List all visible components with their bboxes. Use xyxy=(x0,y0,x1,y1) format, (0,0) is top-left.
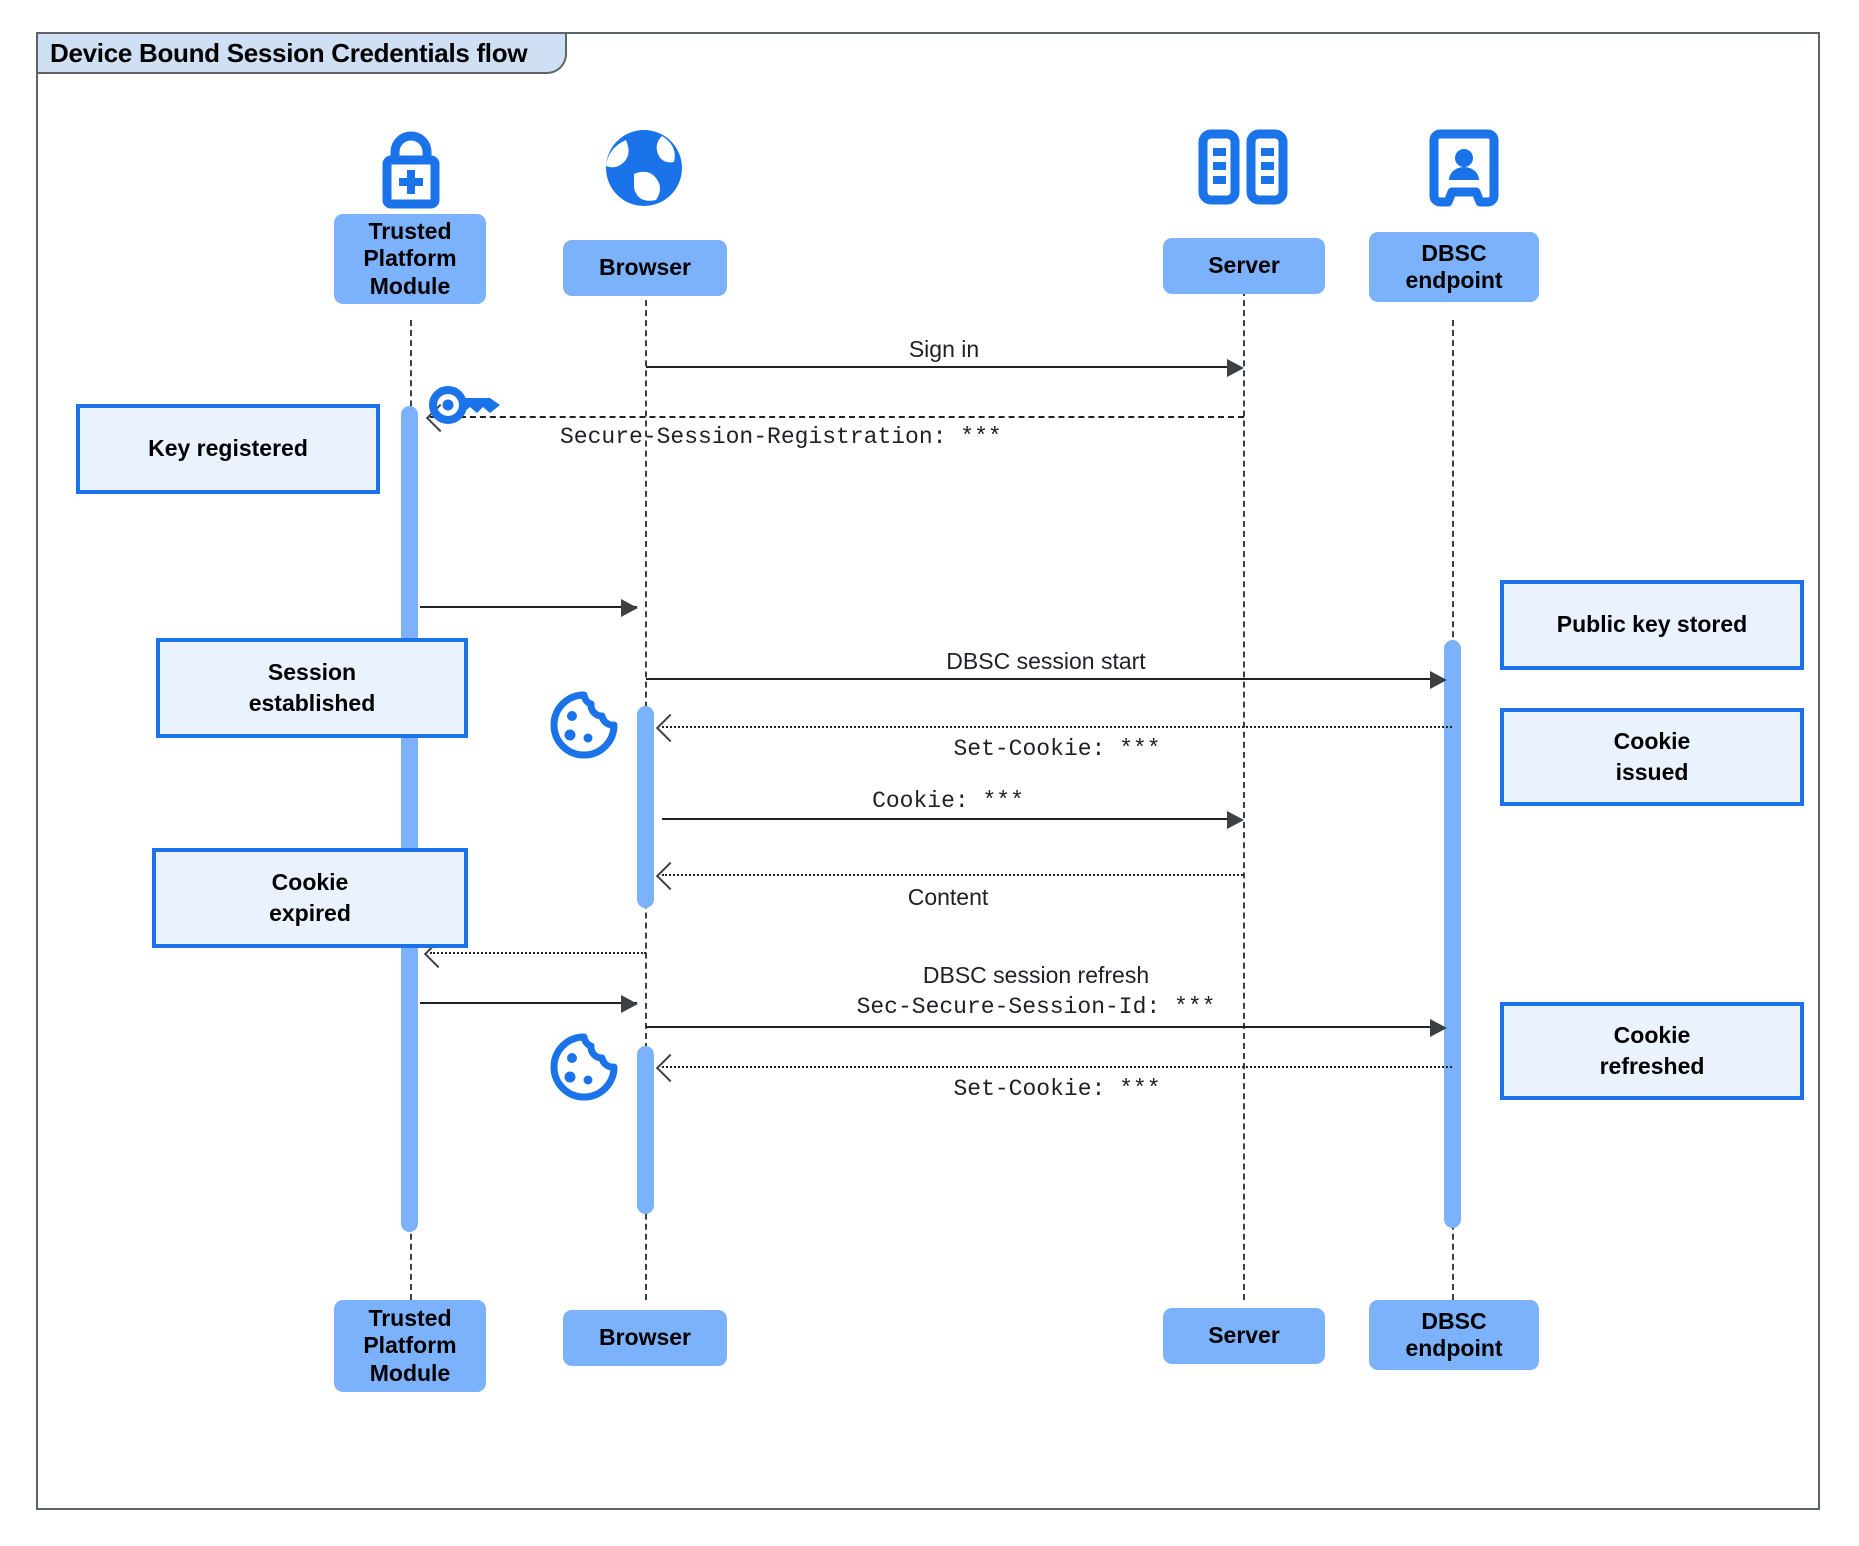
participant-tpm-bottom[interactable]: Trusted Platform Module xyxy=(334,1300,486,1392)
activation-browser-1 xyxy=(637,706,654,908)
participant-server-top[interactable]: Server xyxy=(1163,238,1325,294)
note-text: Cookie expired xyxy=(269,868,351,926)
message-line-secure-session-registration xyxy=(430,416,1244,418)
message-line-dbsc-session-refresh xyxy=(646,1026,1436,1028)
message-line-browser-to-tpm xyxy=(430,952,646,954)
note-cookie-refreshed: Cookie refreshed xyxy=(1500,1002,1804,1100)
message-label-cookie: Cookie: *** xyxy=(872,788,1024,814)
message-label-sec-secure-session-id: Sec-Secure-Session-Id: *** xyxy=(856,994,1216,1020)
note-text: Cookie issued xyxy=(1613,727,1691,785)
frame-title-tab: Device Bound Session Credentials flow xyxy=(36,32,546,74)
participant-tpm-top[interactable]: Trusted Platform Module xyxy=(334,214,486,304)
activation-tpm xyxy=(401,406,418,1232)
participant-label: Server xyxy=(1208,1322,1280,1349)
participant-label: Trusted Platform Module xyxy=(363,218,457,299)
participant-label: DBSC endpoint xyxy=(1405,239,1503,293)
participant-browser-top[interactable]: Browser xyxy=(563,240,727,296)
activation-browser-2 xyxy=(637,1046,654,1214)
note-key-registered: Key registered xyxy=(76,404,380,494)
message-line-tpm-to-browser-1 xyxy=(420,606,637,608)
participant-browser-bottom[interactable]: Browser xyxy=(563,1310,727,1366)
message-line-set-cookie-1 xyxy=(662,726,1452,728)
note-text: Session established xyxy=(248,658,376,716)
message-label-content: Content xyxy=(907,884,989,910)
frame-tab-corner xyxy=(543,32,567,74)
participant-label: Trusted Platform Module xyxy=(363,1305,457,1386)
participant-server-bottom[interactable]: Server xyxy=(1163,1308,1325,1364)
message-label-set-cookie-2: Set-Cookie: *** xyxy=(953,1076,1161,1102)
note-text: Cookie refreshed xyxy=(1599,1021,1705,1079)
id-badge-icon xyxy=(1428,128,1500,208)
note-session-established: Session established xyxy=(156,638,468,738)
cookie-icon-2 xyxy=(548,1032,620,1102)
padlock-plus-icon xyxy=(365,126,457,210)
message-line-sign-in xyxy=(646,366,1233,368)
note-cookie-issued: Cookie issued xyxy=(1500,708,1804,806)
note-text: Key registered xyxy=(148,435,308,462)
note-public-key-stored: Public key stored xyxy=(1500,580,1804,670)
server-rack-icon xyxy=(1197,128,1289,208)
arrowhead-sign-in xyxy=(1227,359,1244,377)
arrowhead-cookie xyxy=(1227,811,1244,829)
activation-dbsc xyxy=(1444,640,1461,1228)
message-line-dbsc-session-start xyxy=(646,678,1436,680)
message-label-set-cookie-1: Set-Cookie: *** xyxy=(953,736,1161,762)
arrowhead-dbsc-session-start xyxy=(1430,671,1447,689)
key-icon xyxy=(428,382,506,428)
participant-dbsc-bottom[interactable]: DBSC endpoint xyxy=(1369,1300,1539,1370)
lifeline-server xyxy=(1243,280,1245,1300)
message-label-dbsc-session-refresh: DBSC session refresh xyxy=(922,962,1150,988)
message-label-dbsc-session-start: DBSC session start xyxy=(946,648,1146,674)
message-line-cookie xyxy=(662,818,1233,820)
message-label-secure-session-registration: Secure-Session-Registration: *** xyxy=(560,424,1002,450)
arrowhead-tpm-to-browser-1 xyxy=(621,599,638,617)
note-cookie-expired: Cookie expired xyxy=(152,848,468,948)
diagram-title: Device Bound Session Credentials flow xyxy=(50,37,528,68)
message-line-tpm-to-browser-2 xyxy=(420,1002,637,1004)
message-line-set-cookie-2 xyxy=(662,1066,1452,1068)
message-label-sign-in: Sign in xyxy=(908,336,980,362)
arrowhead-dbsc-session-refresh xyxy=(1430,1019,1447,1037)
arrowhead-tpm-to-browser-2 xyxy=(621,995,638,1013)
message-line-content xyxy=(662,874,1243,876)
participant-label: DBSC endpoint xyxy=(1405,1307,1503,1361)
participant-label: Browser xyxy=(598,1324,692,1351)
participant-label: Browser xyxy=(598,254,692,281)
participant-dbsc-top[interactable]: DBSC endpoint xyxy=(1369,232,1539,302)
participant-label: Server xyxy=(1208,252,1280,279)
note-text: Public key stored xyxy=(1556,611,1748,638)
cookie-icon-1 xyxy=(548,690,620,760)
globe-icon xyxy=(600,126,688,210)
